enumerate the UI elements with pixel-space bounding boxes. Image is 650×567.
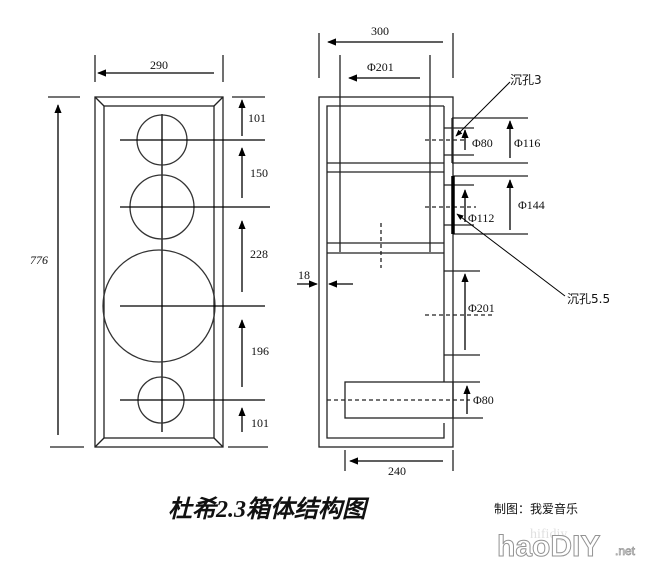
spacing-label-4: 196: [251, 344, 269, 358]
watermark-suffix-text: .net: [615, 544, 636, 558]
front-width-label: 290: [150, 58, 168, 72]
front-baffle-inner: [103, 105, 215, 439]
side-outer: [318, 96, 454, 448]
side-view: [297, 33, 566, 471]
side-bottom-label: 240: [388, 464, 406, 478]
panel-thickness-label: 18: [298, 268, 310, 282]
d80-port-label: Φ80: [473, 393, 494, 407]
spacing-label-5: 101: [251, 416, 269, 430]
watermark: hifidiy haoDIY .net: [497, 527, 637, 564]
front-baffle-outer: [94, 96, 224, 448]
credit-text: 制图：我爱音乐: [494, 501, 578, 516]
front-view: [48, 55, 270, 448]
d112-label: Φ112: [468, 211, 494, 225]
spacing-label-1: 101: [248, 111, 266, 125]
watermark-small-text: hifidiy: [530, 527, 567, 542]
spacing-label-3: 228: [250, 247, 268, 261]
front-height-label: 776: [30, 253, 48, 267]
d201-label: Φ201: [468, 301, 495, 315]
d116-label: Φ116: [514, 136, 540, 150]
watermark-logo-text: haoDIY: [497, 530, 600, 563]
countersink-55-callout: 沉孔5.5: [567, 292, 610, 306]
diagram-title: 杜希2.3箱体结构图: [168, 496, 370, 523]
side-inner: [326, 105, 445, 439]
d144-label: Φ144: [518, 198, 545, 212]
side-depth-label: 300: [371, 24, 389, 38]
d80-top-label: Φ80: [472, 136, 493, 150]
countersink-3-callout: 沉孔3: [510, 73, 542, 87]
spacing-label-2: 150: [250, 166, 268, 180]
side-inner-label: Φ201: [367, 60, 394, 74]
